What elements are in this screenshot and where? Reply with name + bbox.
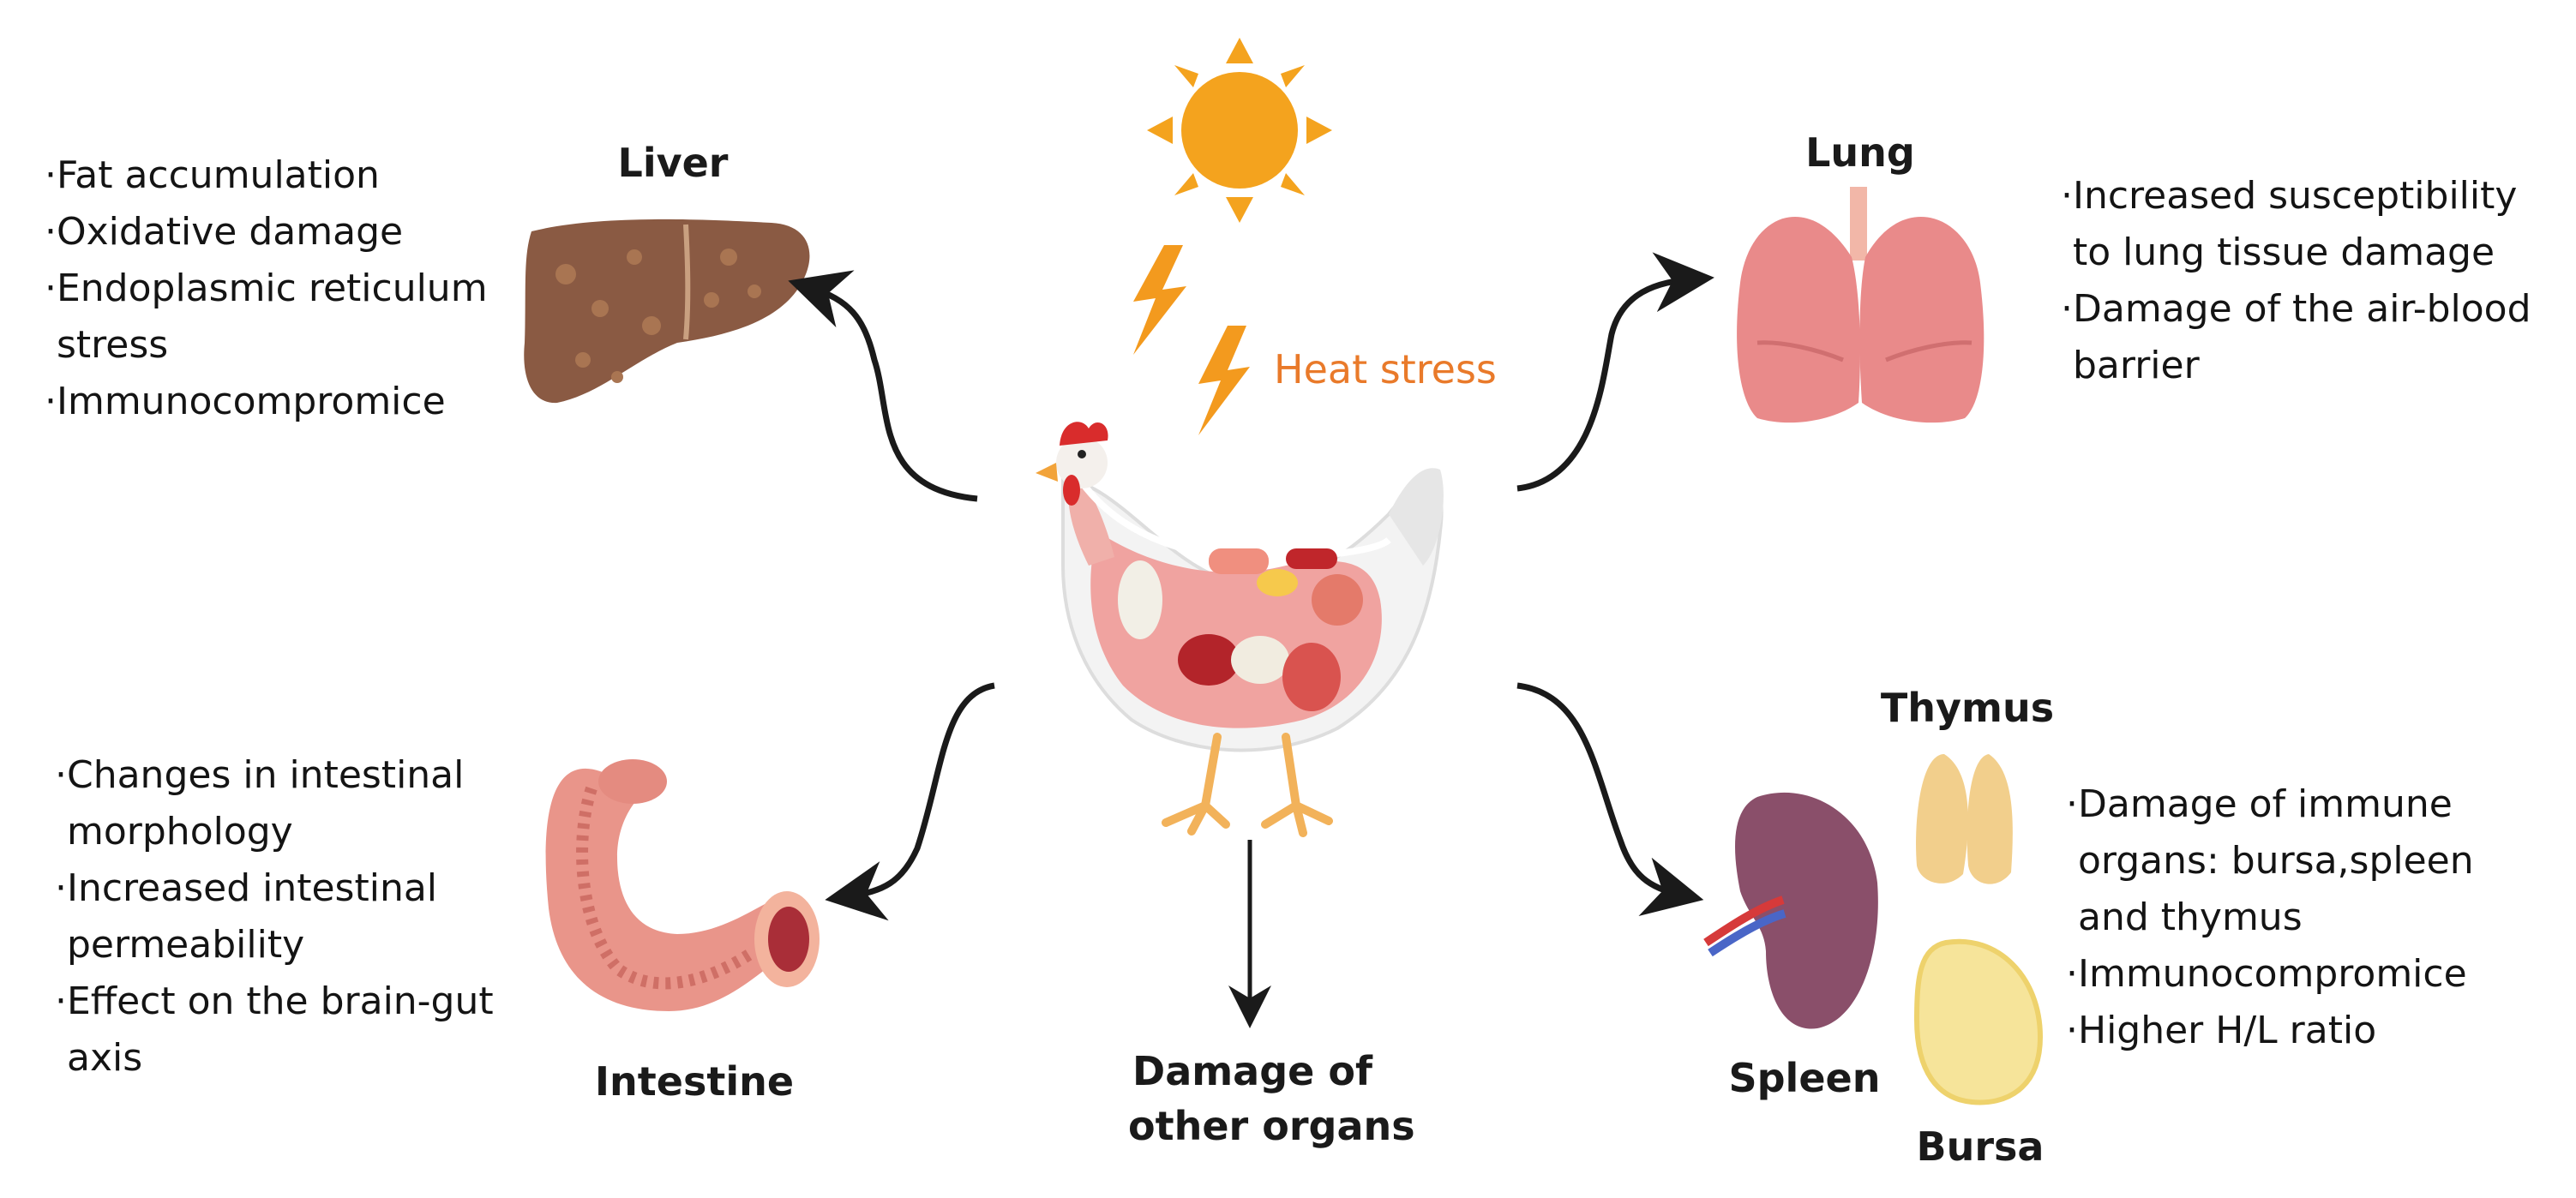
liver-title: Liver	[617, 140, 729, 186]
bursa-illustration	[1913, 938, 2044, 1105]
lung-title: Lung	[1805, 129, 1915, 176]
liver-effect: ·Oxidative damage	[45, 210, 404, 254]
arrow-to-lung	[1516, 252, 1714, 492]
intestine-effect: permeability	[67, 923, 305, 967]
lung-illustration	[1737, 187, 1985, 423]
other-organs-line: other organs	[1128, 1103, 1415, 1149]
other-organs-line: Damage of	[1132, 1048, 1372, 1094]
lung-effect: ·Damage of the air-blood	[2061, 287, 2531, 331]
arrow-to-liver	[788, 270, 978, 502]
heat-stress-label: Heat stress	[1274, 346, 1497, 392]
immune-effect: and thymus	[2078, 896, 2303, 939]
immune-effect: ·Damage of immune	[2066, 782, 2453, 826]
bursa-title: Bursa	[1916, 1123, 2045, 1170]
intestine-effects-list: ·Changes in intestinal morphology ·Incre…	[55, 747, 494, 1087]
intestine-effect: morphology	[67, 810, 293, 854]
liver-effect: ·Endoplasmic reticulum	[45, 267, 488, 310]
immune-effect: ·Immunocompromice	[2066, 952, 2467, 996]
intestine-illustration	[545, 759, 820, 1011]
arrow-to-intestine	[825, 682, 995, 921]
chicken-anatomy-illustration	[1036, 422, 1444, 837]
thymus-title: Thymus	[1880, 685, 2055, 731]
other-organs-label: Damage of other organs	[1128, 1044, 1415, 1153]
lung-effects-list: ·Increased susceptibility to lung tissue…	[2061, 168, 2531, 394]
immune-effect: organs: bursa,spleen	[2078, 839, 2474, 883]
lung-effect: to lung tissue damage	[2073, 231, 2495, 274]
intestine-effect: ·Changes in intestinal	[55, 753, 465, 797]
liver-effect: ·Immunocompromice	[45, 380, 446, 423]
liver-illustration	[524, 219, 810, 404]
immune-effect: ·Higher H/L ratio	[2066, 1009, 2377, 1052]
liver-effect: stress	[57, 323, 169, 367]
intestine-effect: ·Effect on the brain-gut	[55, 979, 494, 1023]
liver-effect: ·Fat accumulation	[45, 153, 380, 197]
intestine-effect: ·Increased intestinal	[55, 866, 438, 910]
intestine-effect: axis	[67, 1036, 143, 1080]
lightning-icon	[1198, 326, 1250, 435]
immune-effects-list: ·Damage of immune organs: bursa,spleen a…	[2066, 776, 2474, 1059]
intestine-title: Intestine	[594, 1058, 795, 1105]
lightning-icon	[1133, 245, 1186, 355]
sun-icon	[1147, 38, 1332, 223]
lung-effect: barrier	[2073, 344, 2200, 387]
spleen-title: Spleen	[1728, 1055, 1881, 1101]
liver-effects-list: ·Fat accumulation ·Oxidative damage ·End…	[45, 147, 488, 430]
lung-effect: ·Increased susceptibility	[2061, 174, 2518, 218]
thymus-illustration	[1916, 754, 2013, 884]
arrow-to-immune-organs	[1516, 682, 1704, 917]
spleen-illustration	[1703, 792, 1878, 1029]
